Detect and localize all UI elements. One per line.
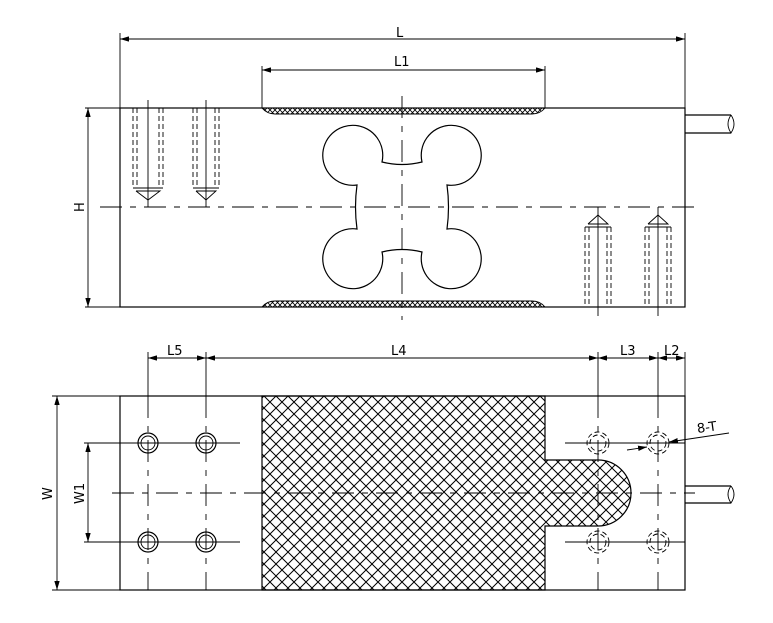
cable-bottom-view — [685, 485, 735, 504]
label-l1: L1 — [394, 55, 410, 70]
label-h: H — [73, 202, 88, 212]
label-w: W — [41, 487, 56, 500]
threaded-hole-top-left-1 — [132, 100, 164, 207]
mounting-holes-left — [137, 432, 217, 553]
threaded-hole-top-left-2 — [192, 100, 220, 207]
cable-top-view — [685, 114, 735, 134]
top-view-body — [119, 107, 686, 308]
thread-callout: 8-T — [626, 419, 730, 452]
dimension-l1: L1 — [261, 55, 546, 108]
label-l4: L4 — [391, 344, 407, 359]
label-l: L — [396, 26, 404, 41]
dimension-chain: L5 L4 L3 L2 — [147, 344, 686, 396]
label-8-t: 8-T — [696, 419, 718, 437]
threaded-hole-bottom-right-2 — [644, 207, 672, 316]
dimension-w: W — [41, 395, 120, 591]
dimension-h: H — [73, 107, 120, 308]
label-l5: L5 — [167, 344, 183, 359]
strain-gauge-strip-top — [261, 107, 546, 115]
dimension-w1: W1 — [73, 442, 130, 543]
hatched-cover-area — [261, 395, 632, 591]
bottom-view: L5 L4 L3 L2 W W1 — [41, 344, 735, 591]
label-l3: L3 — [620, 344, 636, 359]
clover-cutout — [322, 124, 482, 290]
label-w1: W1 — [73, 483, 88, 504]
threaded-hole-bottom-right-1 — [584, 207, 612, 316]
top-view: L L1 H — [73, 26, 735, 320]
strain-gauge-strip-bottom — [261, 300, 546, 308]
threaded-holes-right — [586, 431, 670, 554]
label-l2: L2 — [664, 344, 680, 359]
dimension-l: L — [119, 26, 686, 108]
